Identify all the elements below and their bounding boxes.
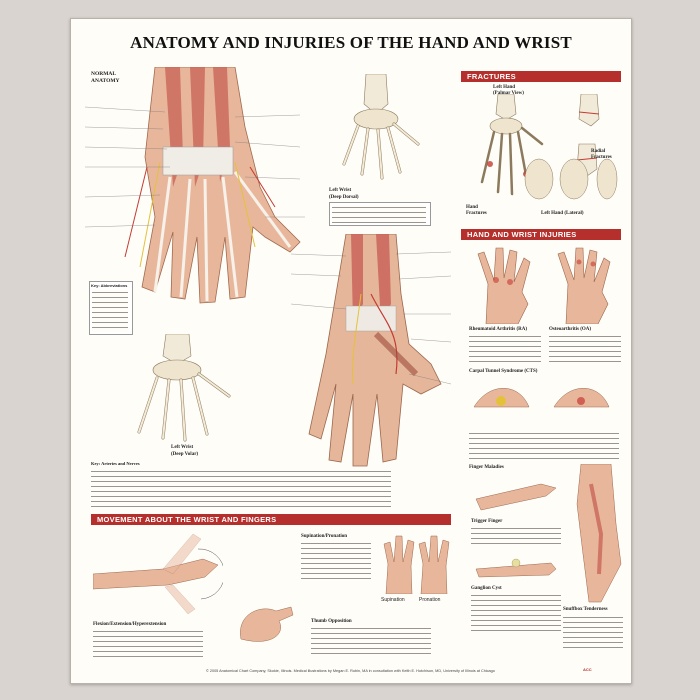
- trigger-finger-title: Trigger Finger: [471, 519, 503, 524]
- injuries-section-header: HAND AND WRIST INJURIES: [461, 229, 621, 240]
- supination-text: [301, 541, 371, 581]
- thumb-opposition-text: [311, 626, 431, 656]
- carpal-tunnel-text: [469, 431, 619, 461]
- osteoarthritis-title: Osteoarthritis (OA): [549, 327, 592, 332]
- radial-fractures-label: Radial Fractures: [591, 149, 612, 160]
- footer-credit: © 2005 Anatomical Chart Company, Skokie,…: [206, 669, 495, 673]
- carpal-tunnel-illustrations: [473, 388, 610, 408]
- snuffbox-illustration: [576, 464, 622, 603]
- thumb-opposition-illustration: [240, 606, 294, 642]
- dorsal-key-table: [329, 202, 431, 226]
- flexion-text: [93, 629, 203, 659]
- poster-title: ANATOMY AND INJURIES OF THE HAND AND WRI…: [130, 33, 572, 52]
- deep-dorsal-skeleton-illustration: [342, 74, 420, 180]
- thumb-opposition-title: Thumb Opposition: [311, 619, 352, 624]
- supination-pronation-illustration: [383, 535, 450, 594]
- left-hand-palmar-label: Left Hand (Palmar View): [493, 85, 524, 96]
- trigger-finger-text: [471, 526, 561, 548]
- snuffbox-text: [563, 615, 623, 650]
- flexion-title: Flexion/Extension/Hyperextension: [93, 622, 167, 627]
- left-hand-lateral-label: Left Hand (Lateral): [541, 211, 584, 216]
- hand-fractures-label: Hand Fractures: [466, 205, 487, 216]
- lateral-fracture-illustrations: [524, 158, 618, 200]
- left-wrist-deep-dorsal-label: Left Wrist (Deep Dorsal): [329, 188, 359, 200]
- osteoarthritis-text: [549, 334, 621, 364]
- rheumatoid-arthritis-hand: [477, 247, 531, 324]
- dorsal-hand-illustration: [85, 67, 305, 304]
- deep-volar-skeleton-illustration: [137, 334, 231, 442]
- supination-label: Supination: [381, 597, 405, 603]
- ganglion-cyst-text: [471, 593, 561, 633]
- osteoarthritis-hand: [557, 247, 611, 324]
- ganglion-cyst-illustration: [475, 558, 557, 578]
- hand-fracture-skeleton: [480, 94, 544, 196]
- arteries-key-list: [91, 469, 391, 509]
- key-abbreviations-title: Key: Abbreviations: [91, 283, 128, 288]
- rheumatoid-arthritis-text: [469, 334, 541, 364]
- fractures-section-header: FRACTURES: [461, 71, 621, 82]
- snuffbox-title: Snuffbox Tenderness: [563, 607, 608, 612]
- rheumatoid-arthritis-title: Rheumatoid Arthritis (RA): [469, 327, 528, 332]
- finger-maladies-title: Finger Maladies: [469, 465, 504, 470]
- key-arteries-title: Key: Arteries and Nerves: [91, 461, 140, 466]
- normal-anatomy-label: NORMAL ANATOMY: [91, 71, 120, 84]
- publisher-logo: ACC: [583, 667, 592, 672]
- key-abbreviations-box: Key: Abbreviations: [89, 281, 133, 335]
- supination-title: Supination/Pronation: [301, 534, 348, 539]
- movement-section-header: MOVEMENT ABOUT THE WRIST AND FINGERS: [91, 514, 451, 525]
- carpal-tunnel-title: Carpal Tunnel Syndrome (CTS): [469, 369, 538, 374]
- finger-malady-illustration: [475, 483, 557, 511]
- left-wrist-deep-volar-label: Left Wrist (Deep Volar): [171, 445, 199, 457]
- palmar-hand-illustration: [291, 234, 451, 467]
- pronation-label: Pronation: [419, 597, 441, 603]
- ganglion-cyst-title: Ganglion Cyst: [471, 586, 502, 591]
- flexion-extension-illustration: [93, 533, 223, 615]
- anatomy-poster: ANATOMY AND INJURIES OF THE HAND AND WRI…: [70, 18, 632, 684]
